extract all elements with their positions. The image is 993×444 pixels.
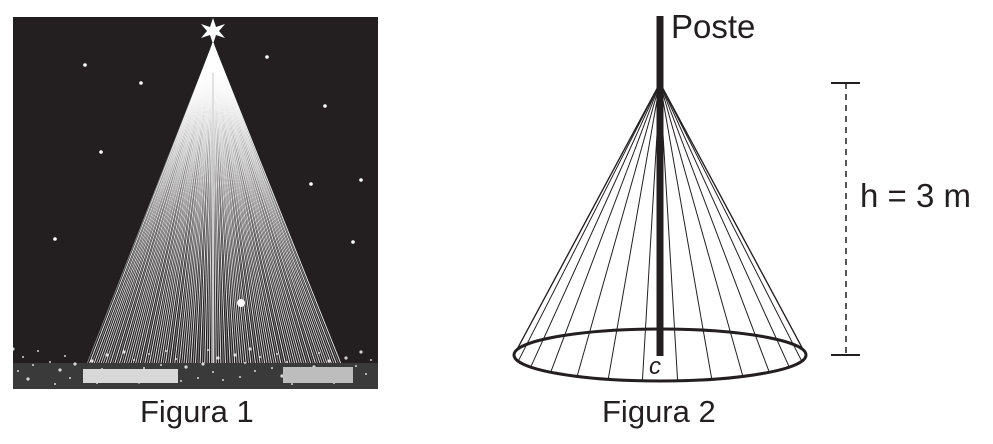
figure-1-caption: Figura 1 [140, 394, 254, 429]
town-light [207, 349, 209, 351]
town-light [370, 359, 372, 361]
light-strand [168, 42, 214, 370]
light-strand [212, 42, 227, 370]
cone-line [576, 82, 661, 377]
sky-star [265, 55, 269, 59]
town-light [160, 364, 162, 366]
town-light [133, 359, 135, 361]
town-light [365, 373, 367, 375]
town-light [355, 365, 357, 367]
pole-label: Poste [671, 8, 756, 45]
town-light [216, 356, 220, 360]
sky-star [99, 150, 103, 154]
town-light [17, 370, 19, 372]
base-center-label: c [649, 353, 661, 380]
town-light [197, 377, 199, 379]
town-light [248, 347, 252, 351]
town-light [233, 353, 237, 357]
town-light [13, 347, 15, 351]
town-light [69, 377, 71, 379]
sky-star [53, 237, 57, 241]
town-light [239, 376, 241, 378]
town-light [105, 353, 109, 357]
cone-line [550, 82, 661, 373]
building [83, 369, 178, 383]
town-light [359, 350, 363, 354]
cone-generatrix-lines [513, 82, 807, 381]
cone-line [659, 82, 803, 362]
spot-light [237, 299, 245, 307]
town-light [73, 362, 77, 366]
town-light [212, 371, 214, 373]
light-strand [212, 42, 344, 370]
cone-line [659, 82, 790, 368]
cone-diagram [512, 16, 860, 383]
sky-star [309, 182, 313, 186]
town-light [327, 359, 331, 363]
sky-star [359, 178, 363, 182]
town-light [222, 379, 224, 381]
tree-top-star-icon [201, 18, 225, 44]
cone-line [517, 82, 661, 362]
cone-line [607, 82, 661, 380]
town-light [90, 359, 94, 363]
town-light [286, 361, 288, 363]
tree-photo-canvas [13, 17, 378, 389]
sky-star [323, 104, 327, 108]
town-lights [13, 299, 378, 389]
town-light [32, 364, 34, 366]
town-light [280, 374, 284, 378]
light-strand [212, 42, 283, 370]
figure-2-caption: Figura 2 [602, 394, 716, 429]
town-light [254, 370, 256, 372]
height-label: h = 3 m [860, 177, 971, 214]
town-light [180, 380, 182, 382]
christmas-tree-photo [13, 17, 378, 389]
sky-star [83, 63, 87, 67]
cone-edge-right [659, 82, 807, 356]
town-light [318, 352, 320, 354]
town-light [148, 353, 150, 355]
town-light [259, 356, 261, 358]
town-light [22, 356, 24, 358]
town-light [291, 383, 293, 385]
town-light [201, 362, 205, 366]
town-light [26, 377, 30, 381]
sky-stars [53, 55, 363, 244]
light-strand [212, 42, 339, 370]
cone-line [530, 82, 661, 368]
cone-line [659, 82, 744, 377]
town-light [37, 350, 39, 352]
town-light [64, 355, 66, 357]
town-light [344, 356, 348, 360]
cone-edge-left [513, 82, 661, 356]
town-light [244, 362, 246, 364]
town-light [271, 367, 273, 369]
town-light [175, 358, 177, 360]
town-light [184, 365, 188, 369]
cone-line [659, 82, 770, 373]
town-light [276, 353, 278, 355]
sky-star [139, 81, 143, 85]
cone-line [659, 82, 713, 380]
building [283, 367, 353, 383]
town-light [54, 383, 56, 385]
light-strands [84, 42, 344, 370]
town-light [122, 350, 126, 354]
light-strand [194, 42, 214, 370]
town-light [165, 350, 167, 352]
town-light [49, 361, 51, 363]
light-strand [138, 42, 214, 370]
town-light [58, 368, 62, 372]
sky-star [351, 240, 355, 244]
town-light [143, 367, 145, 369]
